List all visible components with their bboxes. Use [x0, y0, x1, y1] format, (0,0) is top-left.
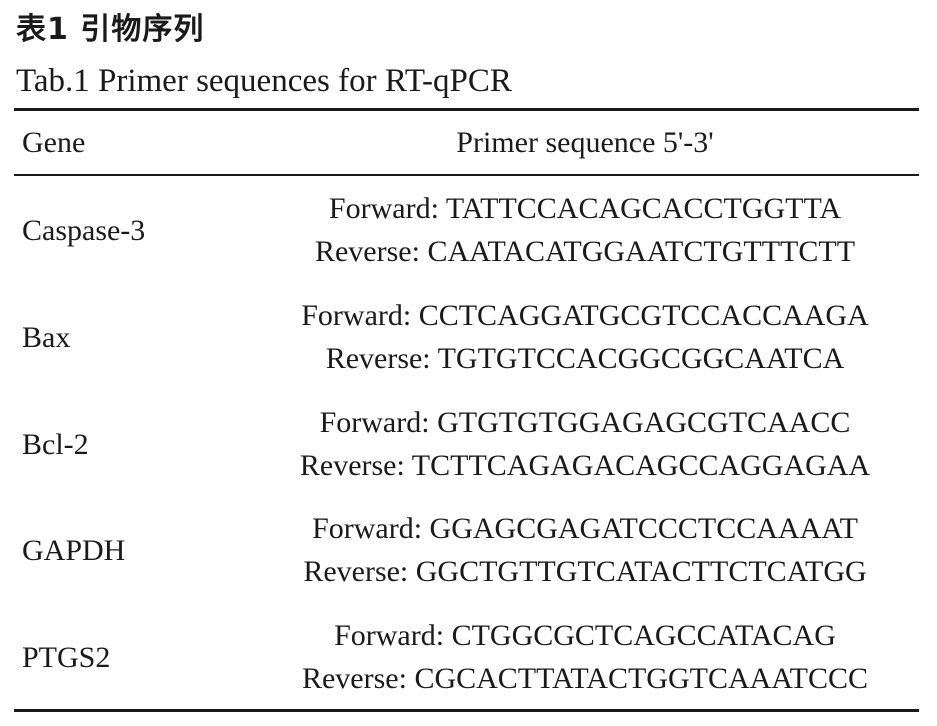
primer-sequence-cell: Forward: CTGGCGCTCAGCCATACAG Reverse: CG… — [238, 614, 932, 700]
gene-name: Bcl-2 — [22, 427, 89, 461]
reverse-primer: Reverse: TGTGTCCACGGCGGCAATCA — [325, 341, 845, 375]
header-gene: Gene — [22, 126, 86, 159]
reverse-primer: Reverse: GGCTGTTGTCATACTTCTCATGG — [303, 555, 867, 589]
table-header-rule — [14, 174, 919, 176]
primer-sequence-cell: Forward: GTGTGTGGAGAGCGTCAACC Reverse: T… — [238, 401, 932, 487]
gene-name: Bax — [22, 320, 71, 354]
reverse-primer: Reverse: CAATACATGGAATCTGTTTCTT — [314, 235, 856, 268]
table-row: Bax Forward: CCTCAGGATGCGTCCACCAAGA Reve… — [0, 288, 937, 395]
table-title-chinese: 表1 引物序列 — [16, 12, 205, 47]
primer-sequence-cell: Forward: GGAGCGAGATCCCTCCAAAAT Reverse: … — [238, 507, 932, 593]
primer-sequence-cell: Forward: TATTCCACAGCACCTGGTTA Reverse: C… — [238, 187, 932, 273]
reverse-primer: Reverse: TCTTCAGAGACAGCCAGGAGAA — [299, 448, 871, 482]
gene-name: Caspase-3 — [22, 214, 146, 247]
forward-primer: Forward: GTGTGTGGAGAGCGTCAACC — [319, 405, 851, 439]
table-row: Bcl-2 Forward: GTGTGTGGAGAGCGTCAACC Reve… — [0, 395, 937, 502]
reverse-primer: Reverse: CGCACTTATACTGGTCAAATCCC — [301, 662, 868, 696]
table-row: GAPDH Forward: GGAGCGAGATCCCTCCAAAAT Rev… — [0, 501, 937, 608]
gene-name: PTGS2 — [22, 641, 111, 675]
table-row: PTGS2 Forward: CTGGCGCTCAGCCATACAG Rever… — [0, 608, 937, 715]
forward-primer: Forward: CCTCAGGATGCGTCCACCAAGA — [301, 298, 869, 332]
header-primer-sequence: Primer sequence 5'-3' — [456, 126, 714, 159]
gene-name: GAPDH — [22, 534, 126, 568]
table-top-rule — [14, 108, 919, 111]
table-row: Caspase-3 Forward: TATTCCACAGCACCTGGTTA … — [0, 181, 937, 288]
forward-primer: Forward: GGAGCGAGATCCCTCCAAAAT — [312, 512, 858, 546]
table-body: Caspase-3 Forward: TATTCCACAGCACCTGGTTA … — [0, 181, 937, 715]
table-bottom-rule — [14, 709, 919, 712]
table-header-row: Gene Primer sequence 5'-3' — [0, 111, 937, 174]
forward-primer: Forward: CTGGCGCTCAGCCATACAG — [334, 619, 836, 653]
primer-sequence-cell: Forward: CCTCAGGATGCGTCCACCAAGA Reverse:… — [238, 294, 932, 380]
forward-primer: Forward: TATTCCACAGCACCTGGTTA — [328, 192, 842, 225]
table-title-english: Tab.1 Primer sequences for RT-qPCR — [16, 63, 512, 99]
